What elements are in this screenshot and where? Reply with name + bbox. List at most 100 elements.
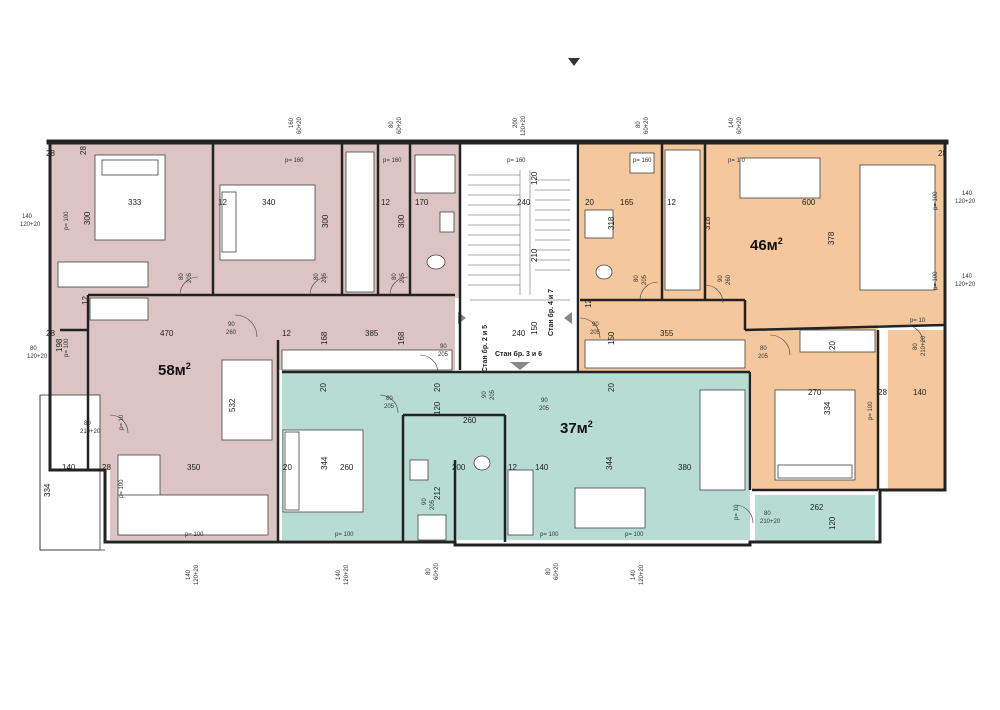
sill-160a: p= 160 [285, 158, 304, 164]
dim-28e: 28 [938, 149, 947, 158]
sink-1 [439, 211, 455, 233]
sink-3 [629, 152, 655, 174]
side-win-rt: 140 [962, 191, 973, 197]
top-win-4b: 60+20 [644, 116, 650, 134]
door-m: 80 [84, 421, 91, 427]
sofa-3 [859, 164, 936, 291]
dim-318a: 318 [607, 216, 616, 230]
dim-28a: 28 [46, 149, 55, 158]
top-win-2b: 60+20 [397, 116, 403, 134]
kitchen-counter-3 [664, 149, 701, 291]
dim-12c: 12 [667, 198, 676, 207]
sill-100f: p= 100 [185, 532, 204, 538]
door-f: 90 [592, 322, 599, 328]
dim-150b: 150 [607, 331, 616, 345]
sill-100e: p= 100 [119, 479, 125, 498]
side-win-lt: 140 [22, 214, 33, 220]
side-win-lm-b: 120+20 [27, 354, 48, 360]
wc-3 [595, 264, 613, 280]
dim-168b: 168 [397, 331, 406, 345]
sill-100g: p= 100 [335, 532, 354, 538]
dim-385: 385 [365, 329, 379, 338]
bot-win-5: 140 [631, 569, 637, 580]
door-h: 90 [718, 275, 724, 282]
dim-240b: 240 [512, 329, 526, 338]
wardrobe-5 [584, 339, 746, 369]
sink-2 [409, 459, 429, 481]
wardrobe-3 [281, 349, 453, 371]
sill-160c: p= 160 [507, 158, 526, 164]
stair-label-a: Стан бр. 2 и 5 [481, 325, 489, 372]
dim-12f: 12 [508, 463, 517, 472]
dim-20a: 20 [585, 198, 594, 207]
sofa-1b [117, 494, 269, 536]
stair-steps [468, 170, 570, 301]
side-win-rm: 140 [962, 274, 973, 280]
door-j2: 205 [384, 404, 395, 410]
dim-200: 200 [452, 463, 466, 472]
dim-212: 212 [433, 486, 442, 500]
bot-win-1b: 120+20 [194, 564, 200, 585]
outer-wall [46, 139, 949, 145]
door-k: 90 [482, 391, 488, 398]
dim-28f: 28 [878, 388, 887, 397]
dim-600: 600 [802, 198, 816, 207]
dim-165: 165 [620, 198, 634, 207]
furniture [57, 149, 936, 541]
bot-win-5b: 120+20 [639, 564, 645, 585]
dim-240a: 240 [517, 198, 531, 207]
wardrobe-4 [799, 329, 876, 353]
dim-28b: 28 [79, 146, 88, 155]
dim-140b: 140 [535, 463, 549, 472]
dim-300a: 300 [83, 211, 92, 225]
side-win-rm-b: 120+20 [955, 282, 976, 288]
dim-140c: 140 [913, 388, 927, 397]
side-win-rt-b: 120+20 [955, 199, 976, 205]
dim-20e: 20 [607, 383, 616, 392]
apt37-area: 37м2 [560, 419, 593, 437]
dim-140a: 140 [62, 463, 76, 472]
side-win-lt-b: 120+20 [20, 222, 41, 228]
door-l2: 205 [539, 406, 550, 412]
dim-12g: 12 [584, 299, 593, 308]
bot-win-1: 140 [186, 569, 192, 580]
apt58-area: 58м2 [158, 361, 191, 379]
bot-win-4b: 60+20 [554, 562, 560, 580]
door-i: 80 [760, 346, 767, 352]
sill-10a: p= 10 [119, 414, 125, 430]
dim-333: 333 [128, 198, 142, 207]
bot-win-2b: 120+20 [344, 564, 350, 585]
dim-12a: 12 [218, 198, 227, 207]
dim-470: 470 [160, 329, 174, 338]
side-win-lm: 80 [30, 346, 37, 352]
shower-2 [417, 514, 447, 541]
dim-262: 262 [810, 503, 824, 512]
sill-100h: p= 100 [540, 532, 559, 538]
stair-hall [460, 143, 578, 371]
dim-120b: 120 [433, 401, 442, 415]
bot-win-3: 80 [426, 568, 432, 575]
dim-340: 340 [262, 198, 276, 207]
door-a: 80 [179, 273, 185, 280]
dim-318b: 318 [703, 216, 712, 230]
top-win-1b: 60+20 [297, 116, 303, 134]
dim-120c: 120 [828, 516, 837, 530]
sill-10b: p= 10 [910, 318, 926, 324]
sill-100b: p= 100 [64, 338, 70, 357]
door-e: 90 [440, 344, 447, 350]
dim-20b: 20 [319, 383, 328, 392]
door-d: 90 [228, 322, 235, 328]
dim-20d: 20 [283, 463, 292, 472]
dim-12e: 12 [282, 329, 291, 338]
apt46-area: 46м2 [750, 236, 783, 254]
wardrobe-2 [57, 261, 149, 288]
door-n2: 210+20 [921, 335, 927, 356]
sill-160d: p= 160 [633, 158, 652, 164]
dim-28d: 28 [102, 463, 111, 472]
top-win-3: 200 [513, 117, 519, 128]
outer-wall-path [48, 142, 947, 547]
stair-arrow-down [510, 362, 530, 370]
door-b: 80 [314, 273, 320, 280]
kitchen-counter-1 [89, 297, 149, 321]
top-win-5: 140 [729, 117, 735, 128]
